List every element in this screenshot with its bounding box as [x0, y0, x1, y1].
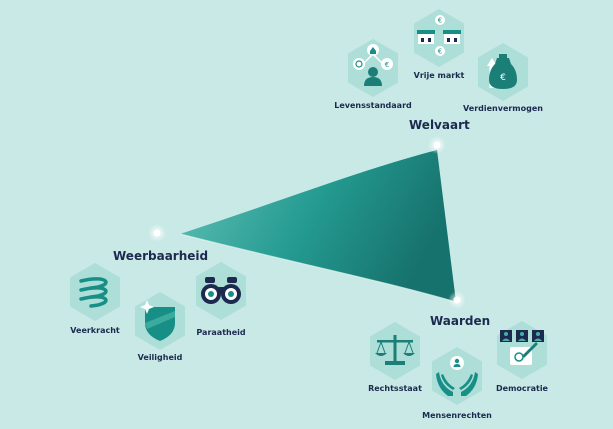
- triangle-shape: [180, 150, 456, 302]
- vertex-dot-waarden: [448, 291, 466, 309]
- vertex-dot-weerbaarheid: [148, 224, 166, 242]
- spring-coil-icon: [70, 263, 120, 321]
- item-label-rechtsstaat: Rechtsstaat: [368, 384, 422, 393]
- svg-text:€: €: [500, 73, 506, 83]
- house-person-icon: €: [348, 39, 398, 97]
- shield-icon: [135, 292, 185, 350]
- triangle-glow-edge: [179, 233, 457, 303]
- svg-text:€: €: [385, 61, 389, 69]
- group-title-waarden: Waarden: [430, 314, 491, 328]
- svg-text:€: €: [438, 17, 442, 25]
- hands-person-icon: [432, 347, 482, 405]
- item-label-veerkracht: Veerkracht: [70, 326, 120, 335]
- scales-icon: [370, 322, 420, 380]
- market-stalls-icon: € €: [414, 9, 464, 67]
- item-label-verdienvermogen: Verdienvermogen: [463, 104, 543, 113]
- group-title-welvaart: Welvaart: [409, 118, 470, 132]
- money-bag-growth-icon: €: [478, 43, 528, 101]
- item-label-democratie: Democratie: [496, 384, 548, 393]
- item-label-veiligheid: Veiligheid: [137, 353, 183, 362]
- item-label-paraatheid: Paraatheid: [196, 328, 246, 337]
- vertex-dot-welvaart: [428, 136, 446, 154]
- ballot-voters-icon: [497, 321, 547, 379]
- item-label-levensstandaard: Levensstandaard: [334, 101, 412, 110]
- binoculars-icon: [196, 262, 246, 320]
- item-label-vrije-markt: Vrije markt: [413, 71, 465, 80]
- svg-text:€: €: [438, 48, 442, 56]
- group-title-weerbaarheid: Weerbaarheid: [113, 249, 209, 263]
- item-label-mensenrechten: Mensenrechten: [422, 411, 492, 420]
